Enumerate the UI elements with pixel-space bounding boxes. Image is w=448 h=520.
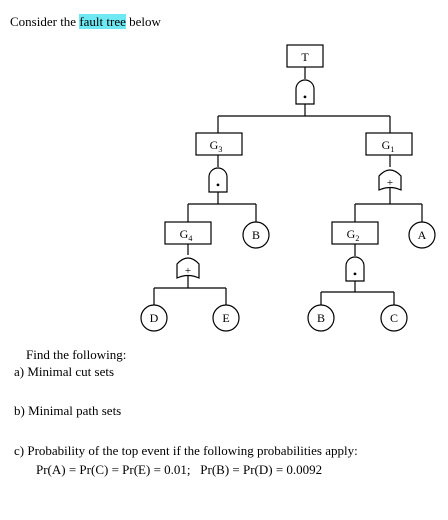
or-symbol-g1: +: [387, 177, 393, 189]
event-e: [212, 304, 240, 332]
event-e-label: E: [222, 311, 229, 325]
and-symbol-g2: •: [353, 267, 357, 281]
question-c: c) Probability of the top event if the f…: [14, 443, 358, 458]
header-suffix: below: [125, 14, 161, 29]
and-symbol-g3: •: [216, 178, 220, 192]
header-prefix: Consider the: [10, 14, 80, 29]
header-line: Consider the fault tree below: [10, 14, 161, 30]
and-gate-g2: [345, 256, 365, 282]
g2-label: G2: [347, 227, 360, 243]
event-a: [408, 221, 436, 249]
highlighted-term: fault tree: [79, 14, 126, 29]
event-b-lower: [307, 304, 335, 332]
and-symbol-top: •: [303, 90, 307, 104]
or-gate-g1: [378, 169, 402, 191]
event-d-label: D: [150, 311, 159, 325]
question-a: a) Minimal cut sets: [14, 364, 115, 379]
g3-box: [195, 132, 243, 156]
event-b-upper-label: B: [252, 228, 260, 242]
top-event-label: T: [301, 50, 309, 64]
and-gate-top: [295, 79, 315, 105]
or-gate-g4: [176, 257, 200, 279]
questions-intro: Find the following:: [26, 347, 127, 362]
or-symbol-g4: +: [185, 265, 191, 277]
and-gate-g3: [208, 167, 228, 193]
g1-label: G1: [382, 138, 395, 154]
g4-label: G4: [180, 227, 193, 243]
probabilities-line: Pr(A) = Pr(C) = Pr(E) = 0.01; Pr(B) = Pr…: [36, 462, 323, 477]
event-c-label: C: [390, 311, 398, 325]
event-b-upper: [242, 221, 270, 249]
g1-box: [365, 132, 413, 156]
g3-label: G3: [210, 138, 223, 154]
question-b: b) Minimal path sets: [14, 403, 122, 418]
event-d: [140, 304, 168, 332]
event-c: [380, 304, 408, 332]
event-a-label: A: [418, 228, 427, 242]
event-b-lower-label: B: [317, 311, 325, 325]
